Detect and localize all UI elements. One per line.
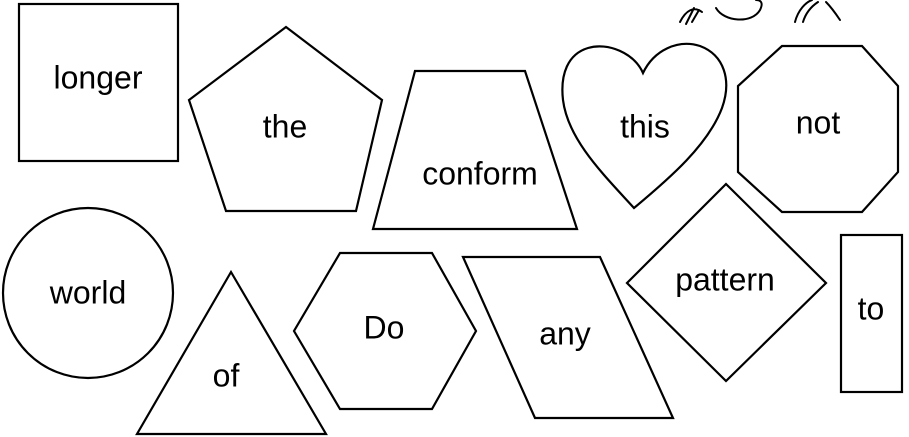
shape-pentagon: the bbox=[189, 27, 382, 211]
word-Do: Do bbox=[364, 309, 405, 345]
shape-diamond: pattern bbox=[627, 184, 826, 381]
word-world: world bbox=[49, 274, 126, 310]
shape-rectangle: to bbox=[841, 235, 902, 392]
word-the: the bbox=[263, 108, 307, 144]
word-conform: conform bbox=[422, 155, 538, 191]
word-this: this bbox=[620, 108, 670, 144]
shape-square: longer bbox=[19, 4, 178, 161]
word-longer: longer bbox=[54, 59, 143, 95]
shape-hexagon: Do bbox=[294, 253, 476, 409]
shape-octagon: not bbox=[738, 46, 898, 212]
word-to: to bbox=[858, 290, 885, 326]
shape-circle: world bbox=[3, 208, 173, 378]
doodle-sketch bbox=[680, 0, 840, 24]
shape-heart: this bbox=[562, 44, 726, 208]
word-of: of bbox=[213, 357, 240, 393]
word-pattern: pattern bbox=[675, 261, 775, 297]
shape-trapezoid: conform bbox=[373, 71, 577, 229]
word-not: not bbox=[796, 104, 841, 140]
word-any: any bbox=[539, 315, 591, 351]
